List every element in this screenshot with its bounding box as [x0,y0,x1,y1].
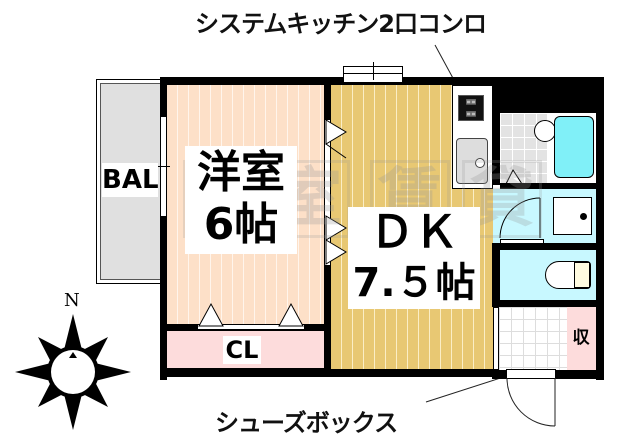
wall-left [160,77,167,380]
western-room-name: 洋室 [197,147,285,198]
western-room-size: 6帖 [203,199,279,250]
toilet-tank-icon [574,262,590,288]
dk-window-mullion [373,62,374,80]
faucet-icon [475,158,485,168]
closet-door-icons [198,302,304,327]
compass-north-label: N [64,290,80,311]
compass-rose-icon [15,314,131,430]
wall-wet-core-fill [500,85,596,113]
shoebox-callout-label: シューズボックス [215,409,398,437]
stove-icon: ▣▣▣▣ [458,95,484,121]
dk-door-icons [325,119,347,265]
wall-wet-core-left [492,85,500,185]
wall-washroom-bottom [492,243,596,250]
bathtub-icon [554,116,594,178]
washroom-door-swing [499,197,541,239]
washroom-door-opening[interactable] [500,239,544,244]
wall-toilet-left [492,243,500,306]
toilet-bowl-icon [534,120,556,142]
entrance [499,307,567,370]
dk-name: ＤＫ [370,207,458,258]
dk-size: 7.５帖 [352,260,476,306]
entrance-door-opening[interactable] [506,369,556,379]
closet-door-opening[interactable] [198,325,304,329]
entrance-step [493,307,499,370]
balcony-label: BAL [102,163,159,197]
western-room-label: 洋室 6帖 [185,146,297,254]
wall-bath-bottom [500,183,596,189]
wall-toilet-bottom [492,300,596,307]
dk-label: ＤＫ 7.５帖 [348,207,480,309]
closet-label: CL [223,336,261,364]
wall-right [596,77,604,380]
storage [567,307,596,370]
storage-label: 収 [572,328,590,348]
window-mullion [158,166,170,167]
entrance-door-swing [506,377,556,427]
western-dk-door-opening[interactable] [324,120,331,265]
drain-icon [580,213,587,220]
watermark-char: 貸 [462,160,542,238]
kitchen-callout-label: システムキッチン2口コンロ [195,10,487,38]
